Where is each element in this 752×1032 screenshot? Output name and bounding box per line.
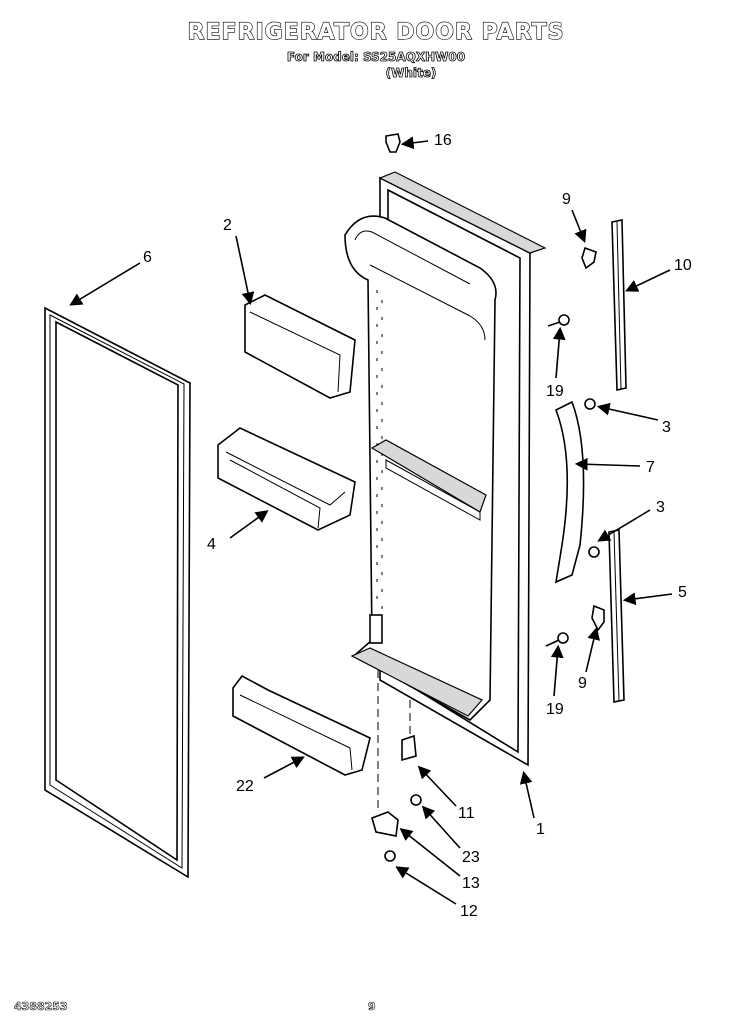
door-part	[344, 171, 547, 767]
callout-19-lower: 19	[546, 701, 564, 718]
callout-9-lower: 9	[578, 675, 587, 692]
screw-part-3-upper	[584, 398, 596, 410]
callout-6: 6	[143, 249, 152, 266]
callout-4: 4	[207, 536, 216, 553]
callout-19-upper: 19	[546, 383, 564, 400]
screw-part-3-lower	[588, 546, 600, 558]
clip-part-9-lower	[591, 604, 605, 632]
callout-9-upper: 9	[562, 191, 571, 208]
callout-10: 10	[674, 257, 692, 274]
document-number: 4388253	[14, 1000, 68, 1014]
plug-part-16	[385, 133, 401, 153]
trim-strip-part-5	[608, 529, 625, 703]
model-line: For Model: SS25AQXHW00	[286, 50, 466, 65]
trim-strip-part-10	[611, 219, 627, 391]
callout-3-upper: 3	[662, 419, 671, 436]
hinge-bracket-part-13	[371, 811, 399, 837]
door-bin-part-4	[217, 427, 356, 531]
door-bin-part-22	[232, 674, 371, 776]
page-number: 9	[368, 1000, 376, 1014]
callout-12: 12	[460, 903, 478, 920]
screw-part-19-lower	[545, 632, 569, 647]
callout-13: 13	[462, 875, 480, 892]
handle-part-7	[554, 400, 585, 584]
callout-5: 5	[678, 584, 687, 601]
door-gasket-part	[44, 306, 191, 879]
hinge-part-11	[401, 734, 417, 762]
callout-2: 2	[223, 217, 232, 234]
screw-part-23	[410, 794, 422, 806]
callout-22: 22	[236, 778, 254, 795]
screw-part-12	[384, 850, 396, 862]
color-line: (White)	[385, 66, 437, 81]
callout-16: 16	[434, 132, 452, 149]
shelf-part-2	[244, 294, 356, 399]
callout-3-lower: 3	[656, 499, 665, 516]
diagram-title: REFRIGERATOR DOOR PARTS	[187, 19, 565, 45]
callout-23: 23	[462, 849, 480, 866]
callout-7: 7	[646, 459, 655, 476]
callout-1: 1	[536, 821, 545, 838]
screw-part-19-upper	[547, 314, 570, 327]
clip-part-9-upper	[581, 246, 597, 270]
callout-11: 11	[458, 805, 475, 822]
